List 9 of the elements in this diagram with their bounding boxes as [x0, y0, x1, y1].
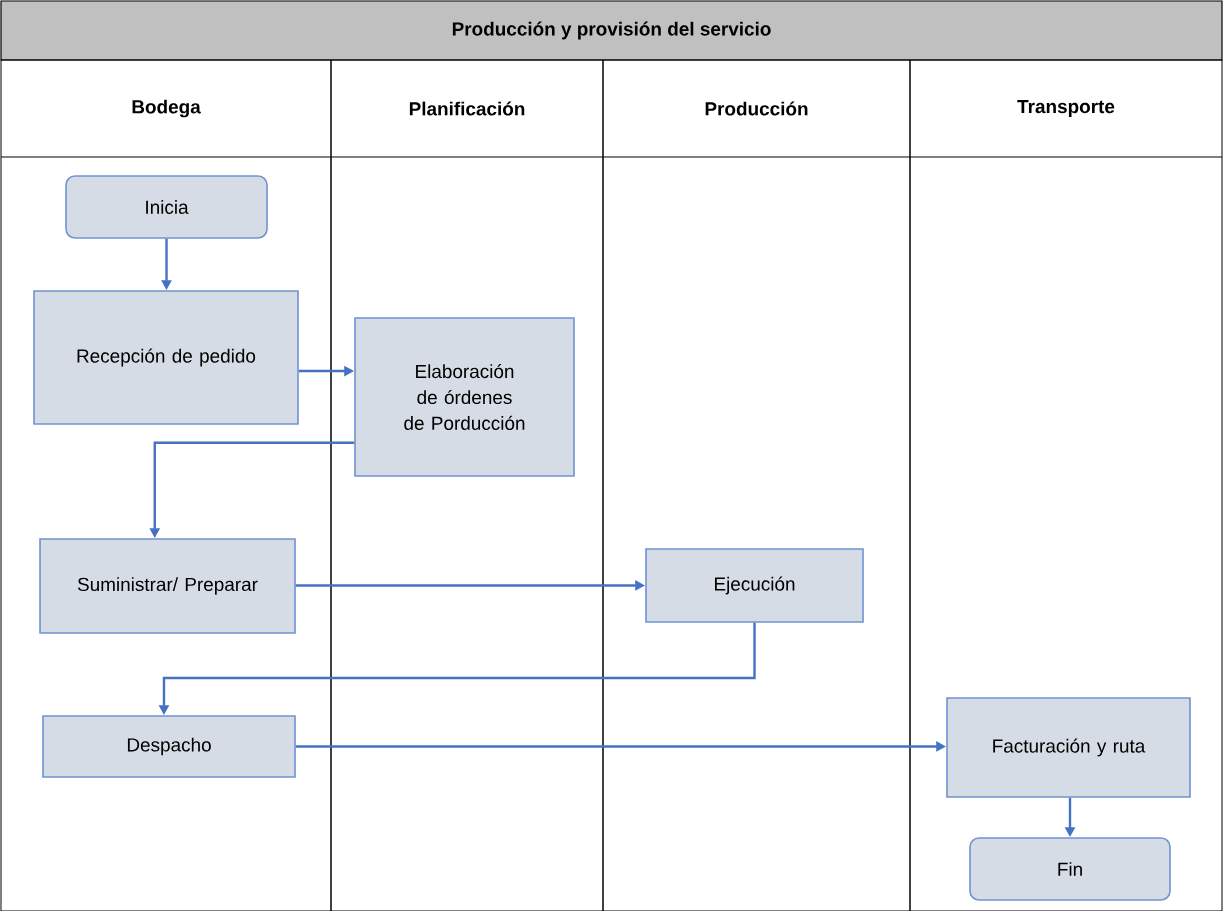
title-band: Producción y provisión del servicio: [0, 0, 1223, 61]
process-box: Recepción de pedido: [33, 290, 299, 425]
terminal-box: Inicia: [65, 175, 268, 239]
process-box: Suministrar/ Preparar: [39, 538, 296, 634]
process-box: Ejecución: [645, 548, 864, 623]
process-box: Facturación y ruta: [946, 697, 1191, 798]
terminal-box: Fin: [969, 837, 1171, 901]
process-box: Elaboración de órdenes de Porducción: [354, 317, 575, 477]
process-box: Despacho: [42, 715, 296, 778]
